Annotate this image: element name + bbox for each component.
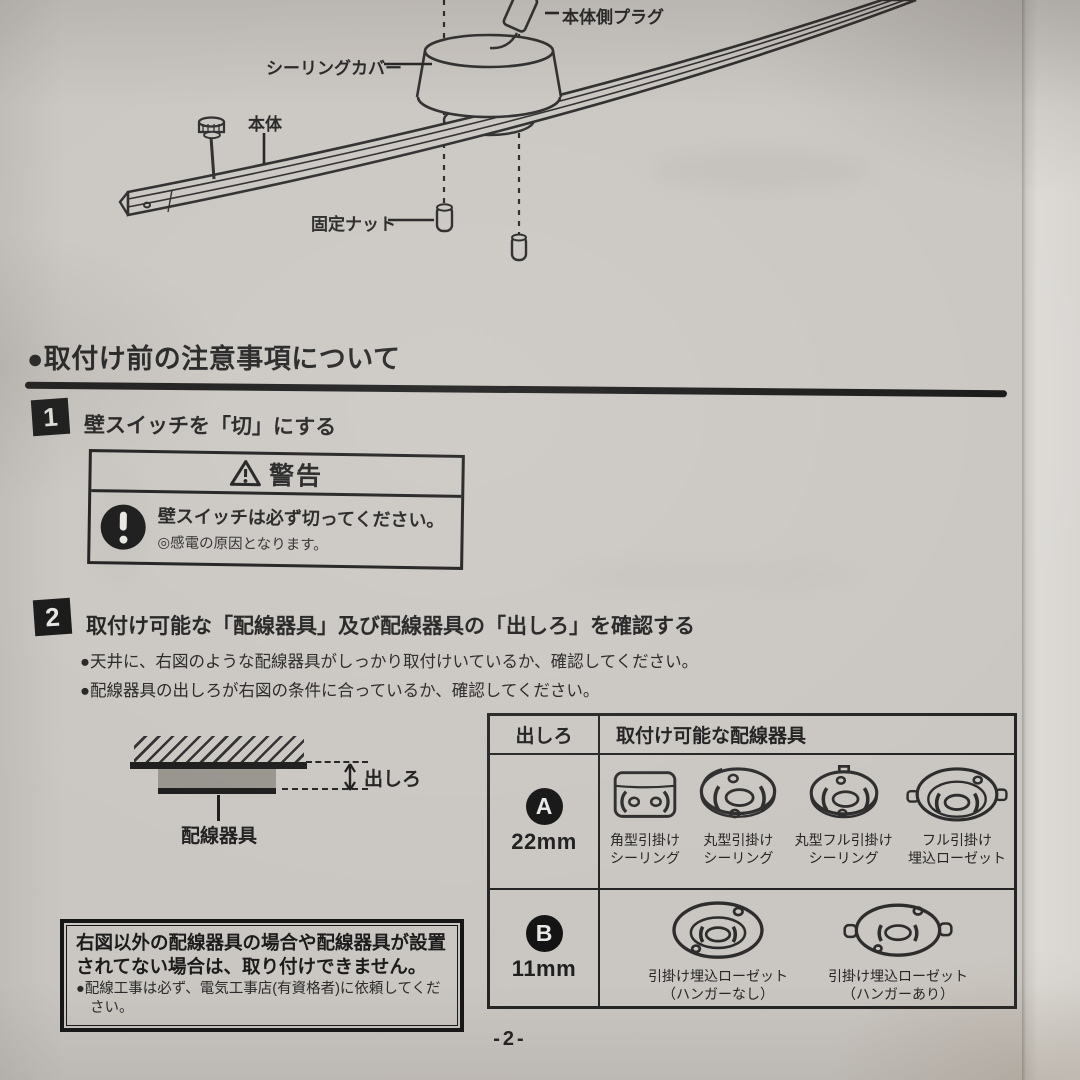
projection-dash-bottom (282, 788, 368, 790)
table-header-row: 出しろ 取付け可能な配線器具 (490, 716, 1014, 755)
col-header-projection: 出しろ (515, 726, 573, 747)
step-2-badge: 2 (32, 597, 73, 637)
wiring-device-leader (217, 795, 220, 821)
col-header-devices: 取付け可能な配線器具 (616, 726, 807, 747)
wiring-device-table: 出しろ 取付け可能な配線器具 A 22mm 角型引掛け (487, 713, 1017, 1009)
full-hook-rosette-icon (906, 767, 1008, 822)
section-rule (24, 381, 1008, 397)
warning-box: 警告 壁スイッチは必ず切ってください。 ◎感電の原因となります。 (87, 449, 465, 570)
step-2-title: 取付け可能な「配線器具」及び配線器具の「出しろ」を確認する (86, 615, 695, 638)
warning-triangle-icon (230, 460, 262, 487)
body-side-plug (502, 0, 539, 33)
device-full-hook-rosette: フル引掛け埋込ローゼット (906, 764, 1008, 868)
size-a: 22mm (511, 829, 577, 854)
projection-label: 出しろ (364, 769, 422, 790)
ceiling-light-fixture-diagram (118, 0, 917, 262)
warning-header: 警告 (268, 461, 324, 491)
projection-dash-top (306, 761, 368, 763)
step-2-bullet-2: ●配線器具の出しろが右図の条件に合っているか、確認してください。 (80, 682, 600, 700)
device-rosette-no-hanger: 引掛け埋込ローゼット（ハンガーなし） (648, 898, 788, 1004)
device-round-hook-ceiling: 丸型引掛けシーリング (695, 764, 781, 868)
square-hook-ceiling-icon (613, 771, 677, 818)
plug-label: 本体側プラグ (562, 8, 664, 27)
device-rosette-with-hanger: 引掛け埋込ローゼット（ハンガーあり） (828, 898, 968, 1004)
paper-edge (1022, 0, 1080, 1080)
warning-main-text: 壁スイッチは必ず切ってください。 (157, 506, 445, 531)
mounting-bolt (197, 116, 226, 180)
wiring-device-label: 配線器具 (180, 826, 257, 847)
step-2-bullet-1: ●天井に、右図のような配線器具がしっかり取付けいているか、確認してください。 (80, 653, 699, 671)
size-b: 11mm (511, 955, 577, 981)
badge-b: B (525, 914, 563, 952)
ceiling-cover (415, 33, 563, 119)
wiring-device-shape (158, 769, 276, 794)
exclamation-icon (100, 503, 147, 550)
note-main-text: 右図以外の配線器具の場合や配線器具が設置されてない場合は、取り付けできません。 (76, 932, 447, 977)
rosette-with-hanger-icon (843, 903, 953, 957)
fixing-nut (435, 203, 454, 233)
rosette-no-hanger-icon (672, 901, 764, 959)
section-title: ●取付け前の注意事項について (27, 344, 401, 374)
ceiling-line (130, 762, 307, 769)
note-bullet-text: ●配線工事は必ず、電気工事店(有資格者)に依頼してください。 (76, 981, 441, 1017)
step-1-title: 壁スイッチを「切」にする (83, 413, 337, 440)
page-number: -2- (493, 1028, 527, 1050)
fixing-nut-label: 固定ナット (311, 215, 396, 234)
table-row-b: B 11mm 引掛け埋込ローゼット（ハンガーなし） (490, 890, 1014, 1006)
ceiling-cover-label: シーリングカバー (266, 59, 402, 78)
installation-note-box: 右図以外の配線器具の場合や配線器具が設置されてない場合は、取り付けできません。 … (60, 919, 464, 1033)
ceiling-hatch (134, 736, 304, 763)
device-square-hook-ceiling: 角型引掛けシーリング (608, 764, 682, 868)
table-row-a: A 22mm 角型引掛けシーリング (490, 755, 1014, 890)
round-hook-ceiling-icon (700, 767, 777, 819)
warning-sub-text: ◎感電の原因となります。 (157, 535, 328, 554)
body-label: 本体 (248, 115, 282, 134)
print-showthrough (560, 560, 860, 590)
double-arrow-icon (344, 763, 356, 791)
badge-a: A (525, 788, 563, 825)
device-round-full-hook-ceiling: 丸型フル引掛けシーリング (795, 764, 893, 868)
round-full-hook-ceiling-icon (809, 764, 878, 819)
step-1-badge: 1 (30, 397, 71, 437)
power-cord (489, 32, 519, 50)
fixing-nut (510, 233, 528, 262)
print-showthrough (650, 150, 870, 190)
